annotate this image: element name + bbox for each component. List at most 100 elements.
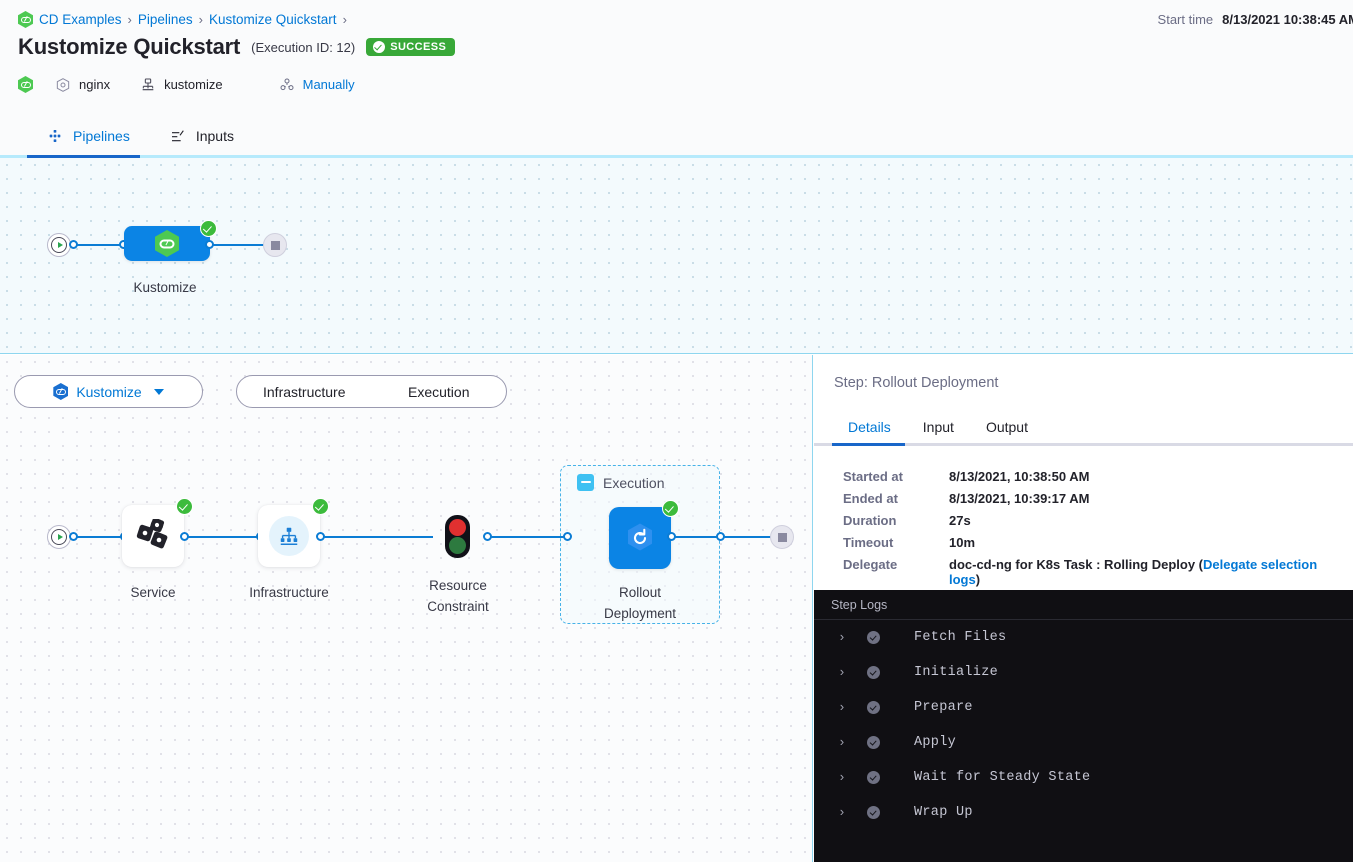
rollout-refresh-icon: [628, 523, 652, 551]
step-details-table: Started at 8/13/2021, 10:38:50 AM Ended …: [843, 469, 1343, 594]
connector-line: [323, 535, 433, 538]
detail-row-started-at: Started at 8/13/2021, 10:38:50 AM: [843, 469, 1343, 491]
detail-key: Ended at: [843, 491, 898, 506]
tab-pipelines-label: Pipelines: [73, 127, 130, 144]
status-badge: SUCCESS: [366, 38, 456, 56]
detail-key: Started at: [843, 469, 903, 484]
section-infrastructure[interactable]: Infrastructure: [263, 383, 346, 400]
exec-node-service-status-icon: [176, 498, 193, 515]
chevron-right-icon[interactable]: ›: [838, 630, 846, 645]
pipeline-end-node[interactable]: [263, 233, 287, 257]
chevron-down-icon: [153, 388, 164, 395]
log-row[interactable]: › Wait for Steady State: [814, 760, 1353, 795]
play-icon: [51, 529, 67, 545]
connector-line: [76, 535, 125, 538]
tab-inputs[interactable]: Inputs: [150, 113, 254, 158]
stage-hex-icon: [53, 383, 69, 400]
service-gears-icon: [136, 519, 168, 549]
chevron-right-icon: ›: [127, 12, 132, 27]
exec-start-node[interactable]: [47, 525, 71, 549]
connector-line: [674, 535, 719, 538]
service-hex-icon: [18, 76, 33, 93]
page-title: Kustomize Quickstart: [18, 34, 241, 59]
chevron-right-icon: ›: [198, 12, 204, 27]
exec-node-rollout-deployment[interactable]: [609, 507, 671, 569]
meta-infrastructure: kustomize: [140, 77, 223, 93]
step-logs-panel: Step Logs › Fetch Files › Initialize › P…: [814, 590, 1353, 862]
stage-status-success-icon: [200, 220, 217, 237]
tab-active-indicator: [27, 155, 140, 160]
chevron-right-icon: ›: [342, 12, 347, 27]
breadcrumb-item-pipelines[interactable]: Pipelines: [137, 12, 193, 27]
detail-key: Duration: [843, 513, 897, 528]
tab-pipelines[interactable]: Pipelines: [27, 113, 150, 158]
main-tabbar: Pipelines Inputs: [0, 113, 1353, 158]
pipeline-start-node[interactable]: [47, 233, 71, 257]
exec-node-rollout-status-icon: [662, 500, 679, 517]
pipeline-icon: [49, 129, 61, 142]
connector-line: [76, 243, 124, 246]
detail-key: Timeout: [843, 535, 894, 550]
breadcrumb-item-cd-examples[interactable]: CD Examples: [39, 12, 122, 27]
step-tab-output[interactable]: Output: [985, 419, 1028, 435]
start-time-label: Start time: [1157, 12, 1214, 27]
log-row[interactable]: › Fetch Files: [814, 620, 1353, 655]
detail-row-timeout: Timeout 10m: [843, 535, 1343, 557]
exec-node-service[interactable]: [122, 505, 184, 567]
start-time-value: 8/13/2021 10:38:45 AM: [1222, 12, 1353, 27]
stage-section-switcher: Infrastructure Execution: [236, 375, 507, 408]
breadcrumb-item-kustomize-quickstart[interactable]: Kustomize Quickstart: [209, 12, 337, 27]
traffic-light-red: [449, 518, 466, 536]
log-row[interactable]: › Initialize: [814, 655, 1353, 690]
step-tab-details[interactable]: Details: [848, 419, 891, 435]
chevron-right-icon[interactable]: ›: [838, 665, 846, 680]
pipeline-stage-kustomize[interactable]: [124, 226, 210, 261]
connector-dot: [563, 532, 572, 541]
log-row[interactable]: › Apply: [814, 725, 1353, 760]
tab-underline-track: [0, 155, 1353, 160]
meta-trigger-label[interactable]: Manually: [302, 77, 355, 92]
status-badge-label: SUCCESS: [390, 41, 447, 53]
exec-node-resource-constraint-label: Resource Constraint: [427, 578, 489, 614]
delegate-selection-logs-link[interactable]: Delegate selection logs: [949, 557, 1318, 587]
breadcrumb: CD Examples › Pipelines › Kustomize Quic…: [18, 11, 347, 28]
step-detail-panel: Step: Rollout Deployment Details Input O…: [814, 355, 1353, 862]
step-tab-input[interactable]: Input: [922, 419, 954, 435]
stage-selector-dropdown[interactable]: Kustomize: [14, 375, 203, 408]
pipeline-overview-canvas[interactable]: Kustomize: [0, 158, 1353, 354]
log-row[interactable]: › Prepare: [814, 690, 1353, 725]
pipeline-stage-label: Kustomize: [133, 280, 197, 295]
detail-row-ended-at: Ended at 8/13/2021, 10:39:17 AM: [843, 491, 1343, 513]
log-name: Wait for Steady State: [914, 770, 1091, 785]
detail-row-delegate: Delegate doc-cd-ng for K8s Task : Rollin…: [843, 557, 1343, 594]
step-tab-active-indicator: [832, 443, 905, 446]
section-execution[interactable]: Execution: [408, 383, 470, 400]
tab-inputs-label: Inputs: [195, 127, 234, 144]
log-row[interactable]: › Wrap Up: [814, 795, 1353, 830]
exec-end-node[interactable]: [770, 525, 794, 549]
harness-hex-icon: [18, 11, 33, 28]
chevron-right-icon[interactable]: ›: [838, 770, 846, 785]
execution-id-label: (Execution ID: 12): [251, 39, 356, 55]
exec-node-infrastructure-label: Infrastructure: [249, 585, 329, 600]
step-title: Step: Rollout Deployment: [834, 375, 999, 391]
check-icon: [373, 41, 386, 53]
log-status-success-icon: [867, 701, 880, 714]
exec-node-resource-constraint[interactable]: [445, 515, 470, 558]
traffic-light-green: [449, 537, 466, 555]
step-logs-header: Step Logs: [814, 590, 1353, 620]
log-status-success-icon: [867, 771, 880, 784]
connector-line: [212, 243, 264, 246]
exec-node-infrastructure[interactable]: [258, 505, 320, 567]
chevron-right-icon[interactable]: ›: [838, 805, 846, 820]
stage-selector-label: Kustomize: [76, 383, 142, 400]
collapse-icon[interactable]: [577, 474, 594, 491]
log-name: Prepare: [914, 700, 973, 715]
meta-trigger[interactable]: Manually: [279, 77, 355, 93]
chevron-right-icon[interactable]: ›: [838, 700, 846, 715]
execution-group-label: Execution: [603, 474, 665, 491]
log-name: Initialize: [914, 665, 999, 680]
chevron-right-icon[interactable]: ›: [838, 735, 846, 750]
harness-hex-icon: [155, 230, 179, 257]
trigger-icon: [280, 78, 294, 90]
